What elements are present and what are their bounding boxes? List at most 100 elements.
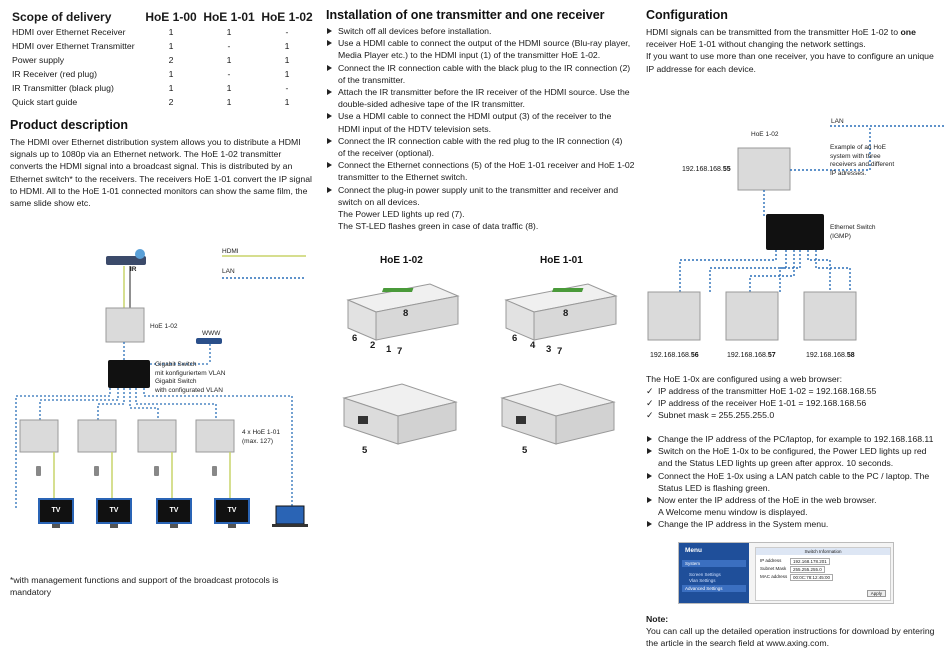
note-title: Note: [646,614,669,624]
ip-address-input[interactable]: 192.168.178.201 [790,558,830,565]
scope-col-hoe100: HoE 1-00 [145,10,197,24]
example-label: Example of an HoE system with three rece… [830,144,895,177]
triangle-bullet-icon [327,40,332,47]
table-row: Quick start guide 2 1 1 [12,95,316,109]
step-text: Use a HDMI cable to connect the HDMI out… [338,111,612,122]
table-cell: - [285,83,289,93]
scope-title: Scope of delivery [12,10,112,24]
product-description-title: Product description [10,118,129,132]
distribution-diagram [15,249,308,527]
check-icon: ✓ [646,410,654,421]
triangle-bullet-icon [327,113,332,120]
mac-address-value: 00:0C:78:12:45:00 [790,574,834,581]
installation-steps: Switch off all devices before installati… [326,25,638,232]
gigabit-switch-icon [108,360,150,388]
tv-icon: TV [156,498,192,528]
menu-item-vlan-settings[interactable]: Vlan Settings [689,578,716,583]
step-text: of the receiver (optional). [338,148,435,159]
product-description-text: The HDMI over Ethernet distribution syst… [10,137,312,209]
triangle-bullet-icon [327,186,332,193]
tv-icon: TV [96,498,132,528]
scope-col-hoe102: HoE 1-02 [261,10,313,24]
menu-item-advanced-settings[interactable]: Advanced Settings [682,585,746,592]
port-number: 6 [512,333,518,344]
step-text: switch on all devices. [338,196,420,207]
table-cell: IR Transmitter (black plug) [12,83,114,93]
lan-label: LAN [831,118,844,125]
table-cell: Quick start guide [12,97,78,107]
rx-ip: 192.168.168.58 [806,352,855,359]
step-text: Switch off all devices before installati… [338,26,492,36]
list-item: Connect the IR connection cable with the… [326,135,638,147]
menu-title: Menu [685,547,702,554]
step-text: Connect the plug-in power supply unit to… [338,184,619,195]
table-cell: 1 [226,97,232,107]
step-text: of the transmitter. [338,74,406,85]
port-number: 7 [397,346,403,357]
list-item: Use a HDMI cable to connect the HDMI out… [326,110,638,122]
list-item: switch on all devices. [326,196,638,208]
list-item: The Power LED lights up red (7). [326,208,638,220]
triangle-bullet-icon [327,162,332,169]
scope-col-hoe101: HoE 1-01 [203,10,255,24]
menu-item-system[interactable]: System [682,560,746,567]
legend-lan-label: LAN [222,268,235,275]
triangle-bullet-icon [327,137,332,144]
receiver-box-icon [647,291,701,341]
tx-label: HoE 1-02 [751,131,779,138]
port-number: 4 [530,340,536,351]
table-cell: 1 [168,69,174,79]
triangle-bullet-icon [327,89,332,96]
transmitter-front-illustration [346,283,460,341]
port-number: 3 [546,344,552,355]
step-text: Connect the HoE 1-0x using a LAN patch c… [658,470,930,481]
triangle-bullet-icon [327,28,332,34]
subnet-mask-input[interactable]: 255.255.255.0 [790,566,825,573]
network-diagram [647,125,945,341]
web-menu-screenshot: Menu System Screen Settings Vlan Setting… [678,542,894,604]
receiver-box-icon [725,291,779,341]
tx-ip: 192.168.168.55 [682,166,731,173]
rx-ip: 192.168.168.57 [727,352,776,359]
table-row: IR Transmitter (black plug) 1 1 - [12,81,316,95]
apply-button[interactable]: Apply [866,590,886,597]
list-item: The ST-LED flashes green in case of data… [326,220,638,232]
step-text: Connect the IR connection cable with the… [338,62,631,73]
receivers-label: 4 x HoE 1-01 (max. 127) [242,429,280,445]
ip-label: IP address [760,558,782,563]
device-left-title: HoE 1-02 [380,255,423,266]
triangle-bullet-icon [647,497,652,504]
list-item: Media Player etc.) to the HDMI input (1)… [326,49,638,61]
table-cell: 1 [284,97,290,107]
table-cell: 1 [284,55,290,65]
step-text: Connect the IR connection cable with the… [338,135,623,146]
table-cell: 1 [168,27,174,37]
switch-label: Gigabit Switch mit konfiguriertem VLAN G… [155,361,226,394]
menu-item-screen-settings[interactable]: Screen Settings [689,572,721,577]
configuration-intro: HDMI signals can be transmitted from the… [646,27,934,74]
tv-icon: TV [214,498,250,528]
rx-ip: 192.168.168.56 [650,352,699,359]
check-icon: ✓ [646,386,654,396]
table-cell: Power supply [12,55,65,65]
step-text: transmitter to the Ethernet switch. [338,172,468,183]
list-item: Change the IP address of the PC/laptop, … [646,433,946,445]
list-item: of the receiver (optional). [326,147,638,159]
table-cell: 1 [226,55,232,65]
list-item: Switch off all devices before installati… [326,25,638,37]
table-cell: HDMI over Ethernet Receiver [12,27,126,37]
tx-label: HoE 1-02 [150,323,178,330]
triangle-bullet-icon [647,521,652,528]
table-cell: 1 [284,41,290,51]
receiver-box-icon [137,419,177,453]
footnote: *with management functions and support o… [10,575,279,598]
list-item: Attach the IR transmitter before the IR … [326,86,638,98]
table-cell: HDMI over Ethernet Transmitter [12,41,135,51]
step-text: Connect the Ethernet connections (5) of … [338,160,635,171]
ethernet-switch-icon [766,214,824,250]
list-item: A Welcome menu window is displayed. [646,506,946,518]
step-text: HDMI input of the HDTV television sets. [338,123,492,134]
step-text: Media Player etc.) to the HDMI input (1)… [338,50,601,61]
list-item: transmitter to the Ethernet switch. [326,171,638,183]
step-text: and the Status LED lights up green after… [658,458,894,469]
